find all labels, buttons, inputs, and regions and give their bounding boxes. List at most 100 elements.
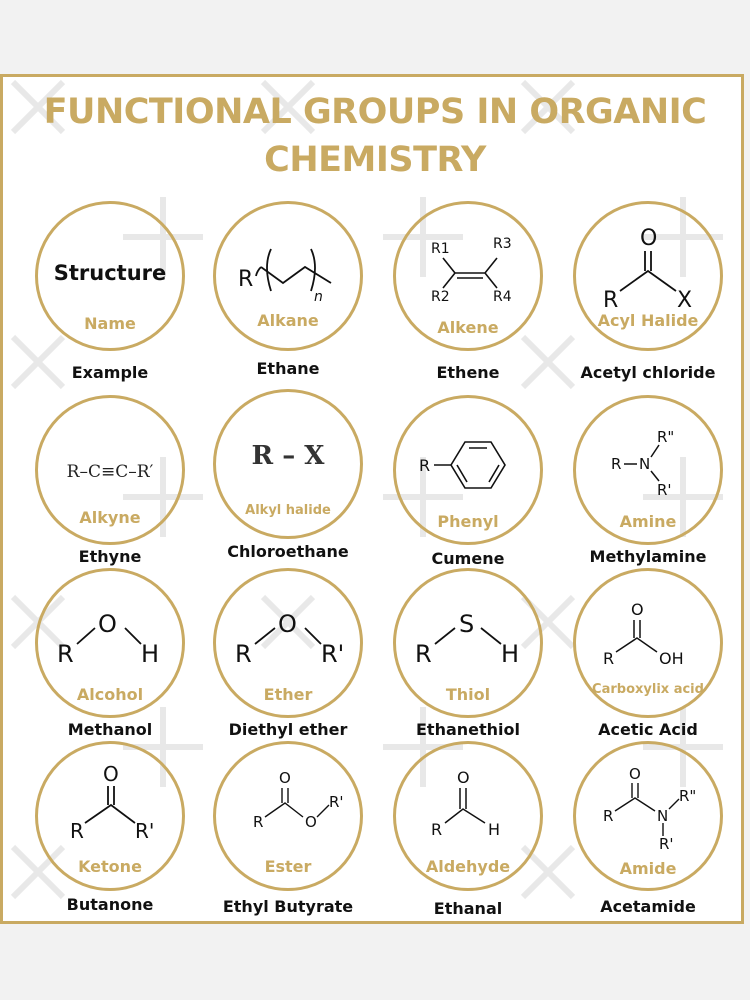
- group-card-alkene: R1 R3 R2 R4 Alkene Ethene: [381, 201, 561, 401]
- example-name: Acetyl chloride: [580, 363, 716, 382]
- atom-r: R: [419, 456, 430, 475]
- structure-label: Structure: [53, 261, 167, 285]
- atom-r: R: [57, 640, 74, 668]
- alkyne-structure: R–C≡C–R′: [67, 462, 154, 482]
- circle-frame: [573, 201, 723, 351]
- group-name: Phenyl: [437, 512, 499, 531]
- atom-r4: R4: [493, 289, 512, 305]
- atom-r: R: [253, 813, 263, 831]
- atom-r-prime: R': [135, 819, 154, 843]
- group-name: Acyl Halide: [597, 311, 699, 330]
- structure-legend: Structure: [35, 201, 185, 351]
- page-title-line-2: CHEMISTRY: [264, 140, 486, 180]
- atom-r: R: [235, 640, 252, 668]
- alkene-structure: R1 R3 R2 R4: [431, 236, 512, 305]
- group-name: Thiol: [445, 685, 491, 704]
- atom-r-double-prime: R": [657, 428, 674, 446]
- group-name: Ester: [264, 857, 312, 876]
- alkane-structure: R n: [238, 248, 332, 305]
- thiol-structure: R S H: [415, 610, 519, 668]
- atom-o: O: [629, 765, 641, 783]
- atom-h: H: [141, 640, 159, 668]
- atom-o: O: [103, 762, 119, 786]
- circle-frame: [573, 741, 723, 891]
- group-name: Amine: [619, 512, 677, 531]
- group-card-acyl-halide: O R X Acyl Halide Acetyl chloride: [561, 201, 741, 401]
- atom-r-double-prime: R": [679, 787, 696, 805]
- group-card-ketone: O R R' Ketone Butanone: [23, 741, 203, 921]
- acyl-halide-structure: O R X: [603, 226, 692, 313]
- circle-frame: [35, 741, 185, 891]
- alkyl-halide-structure: R – X: [252, 441, 326, 471]
- circle-frame: [213, 389, 363, 539]
- atom-h: H: [501, 640, 519, 668]
- example-name: Chloroethane: [227, 542, 349, 561]
- atom-r-prime: R': [659, 835, 674, 853]
- atom-r: R: [431, 820, 442, 839]
- circle-frame: [35, 201, 185, 351]
- poster: FUNCTIONAL GROUPS IN ORGANIC CHEMISTRY S…: [0, 74, 744, 924]
- atom-r: R: [70, 819, 84, 843]
- atom-r: R: [415, 640, 432, 668]
- atom-o: O: [278, 610, 297, 638]
- atom-h: H: [488, 820, 500, 839]
- circle-frame: [213, 741, 363, 891]
- atom-o-carbonyl: O: [279, 769, 291, 787]
- group-name: Alkyl halide: [245, 503, 331, 518]
- page-title-line-1: FUNCTIONAL GROUPS IN ORGANIC: [43, 92, 707, 132]
- amine-structure: R N R" R': [611, 428, 674, 499]
- atom-r-prime: R': [329, 793, 344, 811]
- circle-frame: [573, 568, 723, 718]
- group-name: Alkane: [257, 311, 319, 330]
- circle-frame: [35, 568, 185, 718]
- legend-card: Structure Name Example: [23, 201, 203, 401]
- group-card-alkane: R n Alkane Ethane: [201, 201, 381, 401]
- circle-frame: [213, 568, 363, 718]
- circle-frame: [393, 395, 543, 545]
- carboxylic-acid-structure: O R OH: [603, 600, 684, 668]
- group-name: Alkene: [437, 318, 499, 337]
- alkyl-halide-formula: R – X: [252, 441, 326, 471]
- circle-frame: [573, 395, 723, 545]
- group-card-thiol: R S H Thiol Ethanethiol: [381, 568, 561, 768]
- atom-r1: R1: [431, 241, 450, 257]
- atom-s: S: [459, 610, 474, 638]
- group-name: Aldehyde: [425, 857, 511, 876]
- aldehyde-structure: O R H: [431, 768, 500, 839]
- group-card-alkyl-halide: R – X Alkyl halide Chloroethane: [201, 389, 381, 589]
- atom-r-prime: R': [321, 640, 344, 668]
- circle-frame: [393, 741, 543, 891]
- circle-frame: [213, 201, 363, 351]
- example-name: Ethyl Butyrate: [222, 897, 354, 916]
- group-card-carboxylic-acid: O R OH Carboxylix acid Acetic Acid: [561, 568, 741, 768]
- alcohol-structure: R O H: [57, 610, 159, 668]
- atom-r: R: [603, 288, 618, 313]
- phenyl-structure: R: [419, 441, 506, 489]
- ketone-structure: O R R': [70, 762, 154, 843]
- example-name: Ethanal: [433, 899, 503, 918]
- example-name: Acetic Acid: [598, 720, 698, 739]
- ester-structure: O R O R': [253, 769, 344, 831]
- atom-r: R: [238, 267, 253, 292]
- atom-n: N: [639, 455, 650, 473]
- atom-o: O: [457, 768, 470, 787]
- group-card-aldehyde: O R H Aldehyde Ethanal: [381, 741, 561, 921]
- group-card-ester: O R O R' Ester Ethyl Butyrate: [201, 741, 381, 921]
- subscript-n: n: [314, 289, 323, 305]
- group-card-amine: R N R" R' Amine Methylamine: [561, 395, 741, 595]
- atom-x: X: [677, 288, 692, 313]
- atom-r: R: [603, 807, 613, 825]
- circle-frame: [35, 395, 185, 545]
- group-card-phenyl: R Phenyl Cumene: [381, 395, 561, 595]
- atom-n: N: [657, 807, 668, 825]
- group-name: Alkyne: [79, 508, 141, 527]
- atom-o: O: [98, 610, 117, 638]
- circle-frame: [393, 201, 543, 351]
- amide-structure: O R N R" R': [603, 765, 696, 853]
- example-name: Ethane: [256, 359, 320, 378]
- group-name: Ketone: [78, 857, 142, 876]
- atom-oh: OH: [659, 649, 684, 668]
- example-legend: Example: [71, 363, 149, 382]
- example-name: Butanone: [66, 895, 154, 914]
- example-name: Ethene: [436, 363, 500, 382]
